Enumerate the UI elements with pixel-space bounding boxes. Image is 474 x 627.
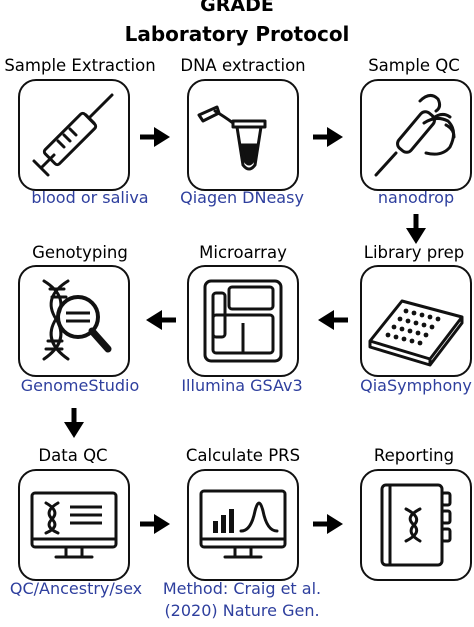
well-plate-icon (368, 299, 464, 367)
microtube-icon (197, 105, 267, 171)
step-detail-data-qc-line1: QC/Ancestry/sex (9, 579, 143, 598)
step-detail-microarray: Illumina GSAv3 (181, 376, 303, 395)
title-protocol: Laboratory Protocol (124, 22, 350, 46)
step-box-genotyping (18, 265, 130, 377)
step-label-microarray: Microarray (199, 243, 287, 262)
arrow-right-icon (140, 514, 170, 534)
microarray-scanner-icon (203, 279, 283, 363)
step-label-genotyping: Genotyping (32, 243, 128, 262)
report-binder-icon (380, 483, 452, 567)
step-label-sample-extraction: Sample Extraction (4, 56, 156, 75)
arrow-down-icon (406, 214, 426, 244)
step-detail-dna-extraction: Qiagen DNeasy (180, 188, 304, 207)
step-detail-sample-extraction: blood or saliva (31, 188, 149, 207)
step-detail-data-qc: QC/Ancestry/sex (0, 578, 166, 600)
arrow-left-icon (146, 310, 176, 330)
step-detail-calculate-prs: Method: Craig et al. (2020) Nature Gen. (152, 578, 332, 622)
arrow-right-icon (313, 514, 343, 534)
syringe-icon (32, 93, 114, 177)
pipette-hand-icon (374, 94, 456, 177)
arrow-down-icon (64, 408, 84, 438)
arrow-right-icon (313, 127, 343, 147)
step-box-microarray (187, 265, 299, 377)
step-label-calculate-prs: Calculate PRS (185, 446, 301, 465)
step-label-sample-qc: Sample QC (368, 56, 460, 75)
step-label-library-prep: Library prep (363, 243, 465, 262)
monitor-dna-icon (30, 491, 118, 559)
arrow-right-icon (140, 127, 170, 147)
title-grade: GRADE (200, 0, 274, 16)
arrow-left-icon (318, 310, 348, 330)
step-detail-calculate-prs-line2: (2020) Nature Gen. (164, 601, 320, 620)
step-box-dna-extraction (187, 79, 299, 191)
step-box-reporting (360, 469, 472, 581)
step-detail-genotyping: GenomeStudio (20, 376, 140, 395)
step-detail-sample-qc: nanodrop (377, 188, 455, 207)
step-detail-library-prep: QiaSymphony (360, 376, 472, 395)
monitor-chart-icon (199, 489, 287, 559)
step-label-dna-extraction: DNA extraction (180, 56, 306, 75)
step-label-reporting: Reporting (373, 446, 455, 465)
step-label-data-qc: Data QC (38, 446, 108, 465)
step-box-sample-qc (360, 79, 472, 191)
step-box-calculate-prs (187, 469, 299, 581)
dna-magnifier-icon (42, 279, 112, 361)
step-box-data-qc (18, 469, 130, 581)
step-box-sample-extraction (18, 79, 130, 191)
step-box-library-prep (360, 265, 472, 377)
step-detail-calculate-prs-line1: Method: Craig et al. (162, 579, 322, 598)
